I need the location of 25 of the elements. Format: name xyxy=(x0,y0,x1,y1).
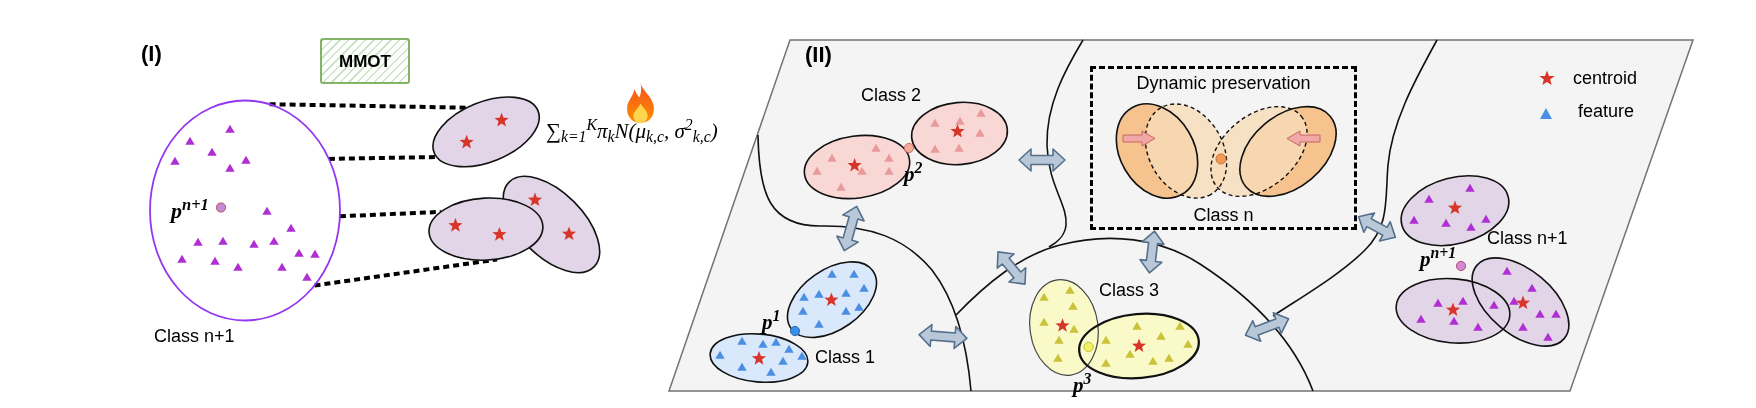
dashed-frame xyxy=(1090,66,1357,230)
point-label: p$^{n+1}$ xyxy=(1420,249,1457,270)
dotted-line xyxy=(269,102,467,110)
dotted-line xyxy=(328,155,438,161)
point-label: p$^{3}$ xyxy=(1073,375,1092,396)
formula: ∑$_{k=1}$$^{K}$π$_{k}$N(μ$_{k,c}$, σ$^{2}$$_{k,c}$) xyxy=(546,121,718,142)
point-label: p$^{1}$ xyxy=(762,312,781,333)
class-label: Class 2 xyxy=(861,86,922,104)
frame-title: Dynamic preservation xyxy=(1136,74,1311,92)
point-label: p$^{2}$ xyxy=(904,164,923,185)
class-label: Class n xyxy=(1193,206,1254,224)
panel-label: (I) xyxy=(141,43,162,65)
centroid-ellipse xyxy=(431,94,542,169)
legend-label: centroid xyxy=(1573,69,1638,87)
centroid-ellipse xyxy=(426,196,545,263)
legend-label: feature xyxy=(1578,102,1635,120)
dotted-line xyxy=(339,209,441,219)
point-label: p$^{n+1}$ xyxy=(171,200,209,222)
panel-label: (II) xyxy=(805,44,832,66)
hatched-box xyxy=(320,38,410,84)
class-label: Class 1 xyxy=(815,348,876,366)
class-label: Class n+1 xyxy=(154,327,235,345)
class-label: Class n+1 xyxy=(1487,229,1568,247)
class-label: Class 3 xyxy=(1099,281,1160,299)
node-label: MMOT xyxy=(339,52,391,70)
